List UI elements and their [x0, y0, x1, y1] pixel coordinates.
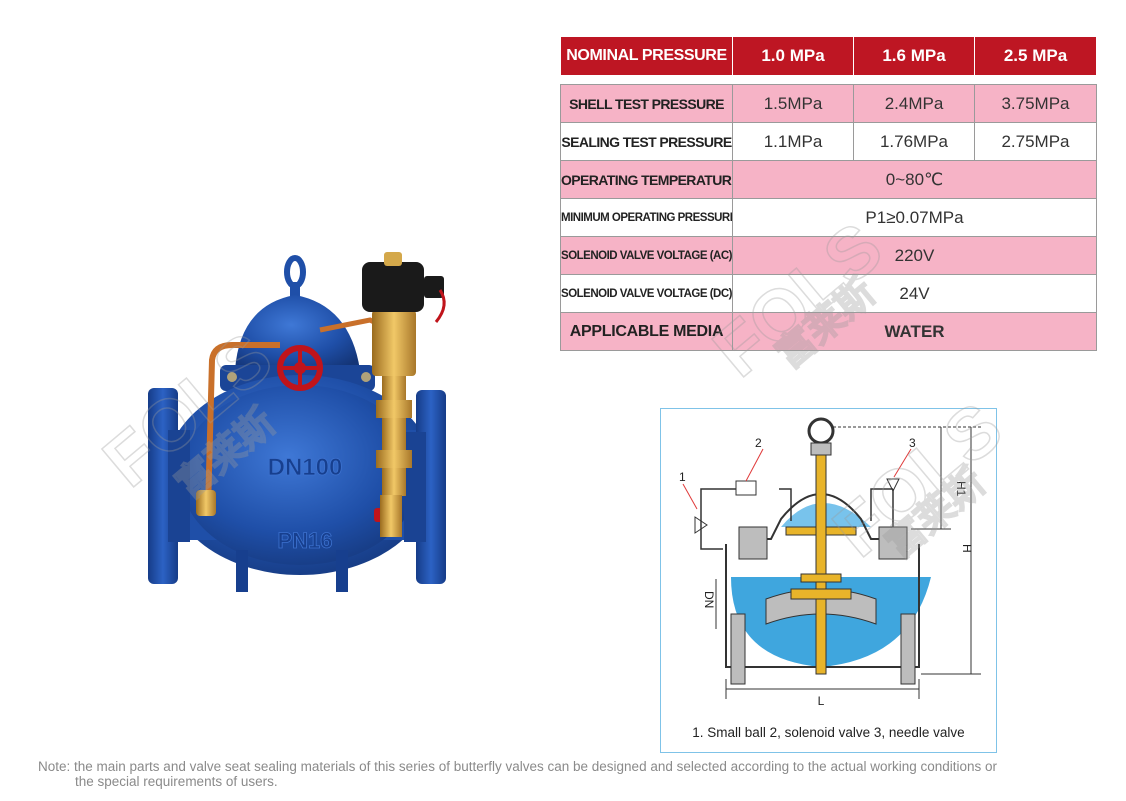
solenoid-ac-row: SOLENOID VALVE VOLTAGE (AC) 220V: [560, 236, 1097, 275]
footnote-line-2: the special requirements of users.: [75, 774, 278, 789]
dimension-dn: DN: [702, 591, 716, 608]
footnote: Note: the main parts and valve seat seal…: [38, 759, 1098, 789]
operating-temperature-row: OPERATING TEMPERATURE 0~80℃: [560, 160, 1097, 199]
callout-2: 2: [755, 436, 762, 450]
valve-product-photo: DN100 PN16: [148, 252, 446, 592]
callout-1: 1: [679, 470, 686, 484]
footnote-line-1: Note: the main parts and valve seat seal…: [38, 759, 998, 774]
solenoid-dc-label: SOLENOID VALVE VOLTAGE (DC): [560, 274, 733, 313]
nominal-pressure-value: 2.5 MPa: [974, 36, 1097, 76]
sealing-test-value: 1.76MPa: [853, 122, 975, 161]
body-marking-pn: PN16: [277, 528, 332, 553]
nominal-pressure-value: 1.0 MPa: [732, 36, 854, 76]
spec-header-row: NOMINAL PRESSURE 1.0 MPa 1.6 MPa 2.5 MPa: [560, 36, 1097, 76]
dimension-h1: H1: [954, 481, 968, 497]
dimension-l: L: [818, 694, 825, 708]
solenoid-dc-row: SOLENOID VALVE VOLTAGE (DC) 24V: [560, 274, 1097, 313]
shell-test-value: 3.75MPa: [974, 84, 1097, 123]
min-operating-pressure-label: MINIMUM OPERATING PRESSURE: [560, 198, 733, 237]
solenoid-ac-value: 220V: [732, 236, 1097, 275]
solenoid-dc-value: 24V: [732, 274, 1097, 313]
applicable-media-row: APPLICABLE MEDIA WATER: [560, 312, 1097, 351]
sealing-test-row: SEALING TEST PRESSURE 1.1MPa 1.76MPa 2.7…: [560, 122, 1097, 161]
callout-3: 3: [909, 436, 916, 450]
min-operating-pressure-row: MINIMUM OPERATING PRESSURE P1≥0.07MPa: [560, 198, 1097, 237]
min-operating-pressure-value: P1≥0.07MPa: [732, 198, 1097, 237]
shell-test-value: 1.5MPa: [732, 84, 854, 123]
solenoid-ac-label: SOLENOID VALVE VOLTAGE (AC): [560, 236, 733, 275]
nominal-pressure-label: NOMINAL PRESSURE: [560, 36, 733, 76]
body-marking-dn: DN100: [268, 454, 343, 481]
shell-test-label: SHELL TEST PRESSURE: [560, 84, 733, 123]
sealing-test-label: SEALING TEST PRESSURE: [560, 122, 733, 161]
sealing-test-value: 1.1MPa: [732, 122, 854, 161]
shell-test-value: 2.4MPa: [853, 84, 975, 123]
dimension-h: H: [960, 544, 974, 553]
applicable-media-value: WATER: [732, 312, 1097, 351]
shell-test-row: SHELL TEST PRESSURE 1.5MPa 2.4MPa 3.75MP…: [560, 84, 1097, 123]
operating-temperature-value: 0~80℃: [732, 160, 1097, 199]
sealing-test-value: 2.75MPa: [974, 122, 1097, 161]
diagram-caption: 1. Small ball 2, solenoid valve 3, needl…: [692, 725, 965, 740]
valve-section-diagram: 1 2 3 H1 H DN L 1. Small ball 2, solenoi…: [660, 408, 997, 753]
nominal-pressure-value: 1.6 MPa: [853, 36, 975, 76]
applicable-media-label: APPLICABLE MEDIA: [560, 312, 733, 351]
operating-temperature-label: OPERATING TEMPERATURE: [560, 160, 733, 199]
spec-table: NOMINAL PRESSURE 1.0 MPa 1.6 MPa 2.5 MPa…: [560, 36, 1097, 351]
diagram-drawing: 1 2 3 H1 H DN L: [679, 417, 981, 708]
